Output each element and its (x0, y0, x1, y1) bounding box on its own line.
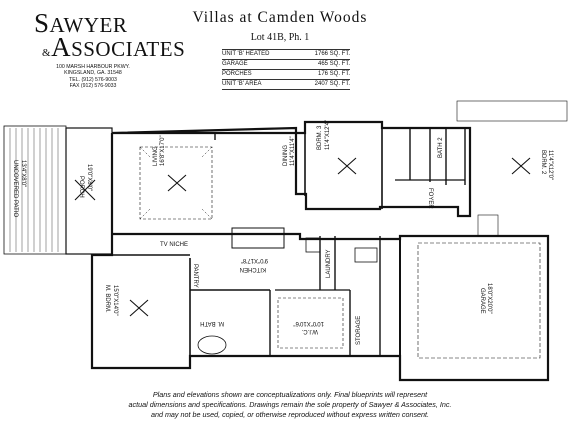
wic-size: 10'0"X10'6" (293, 320, 324, 326)
fan-bdrm2 (511, 157, 531, 175)
living-size: 16'8"X17'0" (160, 135, 166, 166)
bdrm3-size: 11'4"X12'4" (325, 120, 331, 150)
company-logo: SAWYER &ASSOCIATES (34, 8, 186, 64)
living-label: LIVING (153, 146, 159, 166)
disclaimer-line: actual dimensions and specifications. Dr… (128, 399, 452, 409)
porch-label: PORCH (78, 176, 84, 198)
storage-label: STORAGE (356, 316, 362, 345)
area-row: GARAGE 465 SQ. FT. (222, 60, 350, 70)
floor-plan: PORCH 19'0"X8'0" UNCOVERED PATIO 13'4"X8… (3, 100, 568, 382)
address-phone: TEL. (912) 576-9003 (69, 76, 117, 83)
kitchen-island (231, 227, 285, 249)
fan-porch (74, 179, 96, 201)
address-fax: FAX (912) 576-9033 (69, 82, 117, 89)
area-value: 1766 SQ. FT. (314, 51, 350, 57)
patio-hatch (9, 128, 59, 252)
patio-label: UNCOVERED PATIO (12, 160, 18, 217)
disclaimer: Plans and elevations shown are conceptua… (110, 390, 470, 419)
wic-outline (277, 297, 344, 349)
plan-title: Villas at Camden Woods (192, 9, 368, 26)
porch-size: 19'0"X8'0" (86, 164, 92, 191)
ac-pad (456, 100, 568, 122)
area-label: UNIT 'B' HEATED (222, 51, 270, 57)
ceiling-fans (74, 157, 531, 317)
fan-bdrm3 (337, 157, 357, 175)
logo-line-1: SAWYER (34, 8, 128, 38)
area-table: UNIT 'B' HEATED 1766 SQ. FT. GARAGE 465 SQ… (222, 49, 350, 90)
area-label: UNIT 'B' AREA (222, 81, 262, 87)
mbath-label: M. BATH (200, 320, 224, 326)
area-label: GARAGE (222, 61, 248, 67)
garage-label: GARAGE (479, 288, 485, 314)
bdrm2-label: BDRM. 2 (540, 150, 546, 175)
dining-size: 11'4"X11'4" (290, 136, 296, 166)
area-row: PORCHES 176 SQ. FT. (222, 70, 350, 80)
bath2-label: BATH 2 (438, 137, 444, 158)
area-value: 465 SQ. FT. (317, 61, 350, 67)
disclaimer-line: and may not be used, copied, or otherwis… (150, 409, 430, 419)
tv-niche-label: TV NICHE (160, 242, 188, 248)
area-value: 176 SQ. FT. (317, 71, 350, 77)
garage-size: 18'0"X20'0" (486, 283, 492, 314)
mbdrm-size: 15'0"X14'0" (112, 285, 118, 316)
logo-line-2: &ASSOCIATES (42, 32, 186, 62)
living-ceiling-outline (139, 146, 213, 220)
area-value: 2407 SQ. FT. (314, 81, 350, 87)
kitchen-size: 9'0"X17'8" (241, 257, 268, 263)
area-label: PORCHES (222, 71, 252, 77)
fan-living (167, 174, 187, 192)
area-row: UNIT 'B' HEATED 1766 SQ. FT. (222, 49, 350, 60)
garage-car-outline (417, 242, 541, 359)
fan-mbdrm (129, 299, 149, 317)
dining-label: DINING (283, 145, 289, 166)
wall-main (90, 133, 550, 382)
mbdrm-label: M. BDRM. (104, 285, 110, 313)
address-line: 100 MARSH HARBOUR PKWY. (56, 64, 130, 70)
wic-label: W.I.C. (301, 328, 318, 334)
logo-word-1: AWYER (49, 13, 128, 37)
logo-word-2: SSOCIATES (71, 37, 186, 61)
pantry-label: PANTRY (192, 264, 198, 288)
address-line: KINGSLAND, GA. 31548 (64, 70, 122, 77)
bathtub (197, 335, 227, 355)
laundry-label: LAUNDRY (326, 249, 332, 278)
room-labels: PORCH 19'0"X8'0" UNCOVERED PATIO 13'4"X8… (12, 120, 553, 345)
foyer-label: FOYER (427, 188, 433, 209)
wall-front (111, 120, 472, 218)
kitchen-label: KITCHEN (240, 266, 266, 272)
company-address: 100 MARSH HARBOUR PKWY. KINGSLAND, GA. 3… (48, 64, 138, 89)
bdrm3-label: BDRM. 3 (317, 125, 323, 150)
patio-size: 13'4"X8'0" (20, 160, 26, 187)
lot-label: Lot 41B, Ph. 1 (250, 32, 310, 43)
bdrm2-size: 11'4"X12'0" (547, 150, 553, 180)
area-row-total: UNIT 'B' AREA 2407 SQ. FT. (222, 80, 350, 90)
disclaimer-line: Plans and elevations shown are conceptua… (152, 390, 428, 399)
